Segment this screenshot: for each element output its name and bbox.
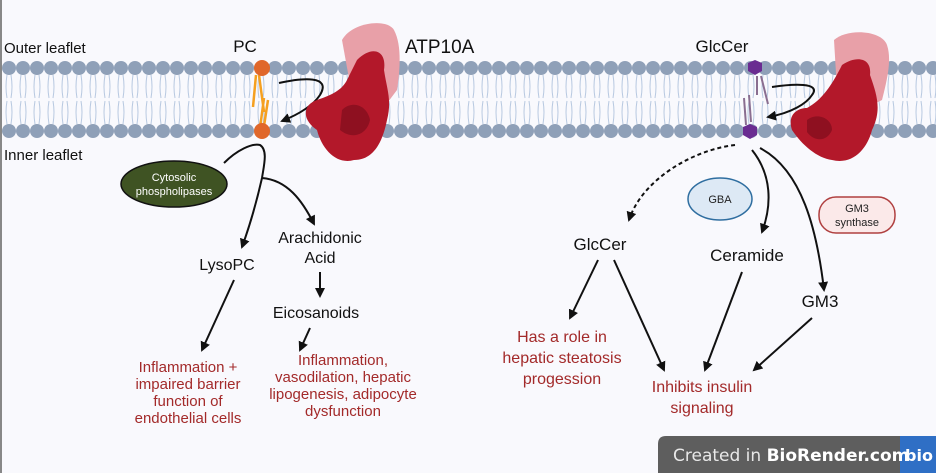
lysopc-effect-text: Inflammation + impaired barrier function… [135, 359, 242, 427]
text-line: endothelial cells [135, 410, 242, 427]
glccer-flip-arrow [766, 83, 815, 121]
arrow-gm3-insulin [752, 317, 813, 372]
lysopc-label: LysoPC [199, 257, 254, 274]
created-in-text: Created in [673, 446, 767, 466]
text-line: Has a role in [517, 329, 607, 346]
text-line: signaling [670, 400, 733, 417]
text-line: Inflammation, [298, 352, 388, 369]
gm3-synthase-node [818, 196, 896, 234]
glccer-label: GlcCer [574, 235, 627, 254]
ceramide-label: Ceramide [710, 246, 784, 265]
atp10a-label: ATP10A [405, 37, 475, 58]
badge-text: Created in BioRender.com [673, 446, 909, 466]
biorender-badge[interactable]: Created in BioRender.com bio [658, 436, 936, 473]
outer-leaflet-label: Outer leaflet [4, 40, 87, 57]
pc-head-outer [254, 60, 270, 76]
arrow-to-gm3 [759, 147, 829, 292]
cytosolic-phospholipases-node [120, 160, 228, 208]
text-line: vasodilation, hepatic [275, 369, 411, 386]
text-line: dysfunction [305, 403, 381, 420]
gm3-synthase-label-2: synthase [835, 217, 879, 229]
text-line: function of [153, 393, 223, 410]
enzyme-label-line1: Cytosolic [152, 172, 197, 184]
atp10a-protein-icon-right [790, 32, 890, 161]
enzyme-label-line2: phospholipases [136, 186, 213, 198]
gm3-label: GM3 [802, 292, 839, 311]
gba-label: GBA [708, 194, 732, 206]
eicosanoids-label: Eicosanoids [273, 305, 359, 322]
text-line: progession [523, 371, 601, 388]
arrow-ceramide-insulin [703, 271, 743, 372]
pc-label: PC [233, 37, 257, 56]
glccer-top-label: GlcCer [696, 37, 749, 56]
brand-text: BioRender.com [767, 446, 910, 466]
insulin-text: Inhibits insulin signaling [652, 379, 753, 417]
arrow-glccer-steatosis [568, 259, 599, 320]
arachidonic-label-1: Arachidonic [278, 230, 362, 247]
steatosis-text: Has a role in hepatic steatosis progessi… [502, 329, 621, 388]
atp10a-protein-icon [305, 23, 400, 161]
gba-node [687, 177, 753, 221]
arrow-to-arachidonic [261, 177, 315, 226]
glccer-lipid [743, 60, 769, 139]
arrow-to-lysopc [240, 177, 263, 249]
arrow-to-ceramide [751, 149, 770, 234]
pathway-line [223, 143, 266, 179]
glccer-head-outer [748, 60, 762, 75]
eicosanoid-effect-text: Inflammation, vasodilation, hepatic lipo… [269, 352, 417, 420]
glccer-head-inner [743, 124, 757, 139]
text-line: Inflammation + [139, 359, 238, 376]
biorender-logo [900, 436, 936, 473]
text-line: Inhibits insulin [652, 379, 753, 396]
inner-leaflet-label: Inner leaflet [4, 147, 83, 164]
pc-flip-arrow [278, 78, 324, 123]
arrow-lysopc-effect [200, 279, 235, 352]
logo-text: bio [905, 446, 933, 465]
pc-lipid [251, 60, 270, 139]
arrow-eicosanoid-effect [298, 327, 311, 352]
gm3-synthase-label-1: GM3 [845, 203, 869, 215]
arrow-glccer-insulin [613, 259, 666, 372]
pc-head-inner [254, 123, 270, 139]
dashed-arrow-to-glccer [626, 144, 736, 222]
text-line: hepatic steatosis [502, 350, 621, 367]
arachidonic-label-2: Acid [304, 250, 335, 267]
text-line: impaired barrier [135, 376, 240, 393]
text-line: lipogenesis, adipocyte [269, 386, 417, 403]
